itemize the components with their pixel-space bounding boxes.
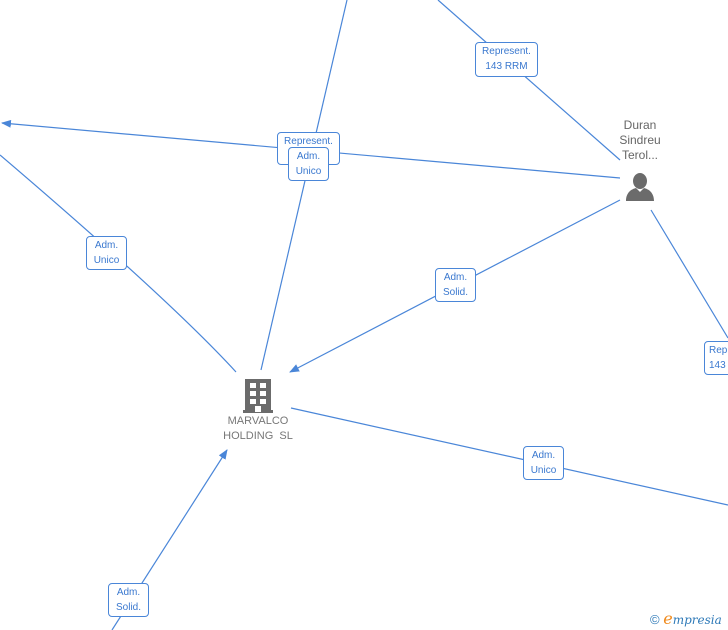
label-line1: Adm. [443,272,468,283]
company-node-marvalco[interactable]: MARVALCO HOLDING SL [212,378,304,444]
person-name-line3: Terol... [621,148,658,162]
person-node-duran[interactable]: Duran Sindreu Terol... [604,118,676,202]
label-line2: Solid. [115,602,141,613]
label-line2: Solid. [442,287,468,298]
building-icon [243,379,273,413]
brand-logo-e: e [663,609,673,628]
label-line1: Adm. [531,450,556,461]
edge-label-represent-right[interactable]: Rep 143 [704,341,728,375]
empresia-watermark: © empresia [650,609,722,628]
edge-company-to-right [290,407,728,506]
label-line1: Adm. [94,240,119,251]
edge-label-adm-unico-bottom[interactable]: Adm. Unico [523,446,564,480]
edge-top-to-company [260,0,348,371]
label-line1: Represent. [482,46,531,57]
label-line1: Rep [709,345,728,356]
label-line2: 143 RRM [485,61,528,72]
company-name-line1: MARVALCO [227,415,289,427]
label-line2: Unico [93,255,120,266]
person-name-line2: Sindreu [619,133,661,147]
edge-label-adm-unico-left[interactable]: Adm. Unico [86,236,127,270]
edge-person-to-right [650,209,728,339]
copyright-symbol: © [650,612,660,627]
person-icon [626,173,654,201]
brand-logo-text: mpresia [672,613,722,627]
edge-left-to-company [0,154,237,373]
edge-label-adm-solid-bottom[interactable]: Adm. Solid. [108,583,149,617]
label-line1: Adm. [116,587,141,598]
edge-label-adm-solid-mid[interactable]: Adm. Solid. [435,268,476,302]
label-line2: Unico [295,166,322,177]
edge-top-to-person [437,0,621,161]
label-line2: 143 [709,360,726,371]
label-line1: Adm. [296,151,321,162]
company-name-line2: HOLDING SL [223,430,293,442]
label-line2: Unico [530,465,557,476]
edge-label-represent-143-rrm[interactable]: Represent. 143 RRM [475,42,538,77]
edge-label-adm-unico-center[interactable]: Adm. Unico [288,147,329,181]
person-name-line1: Duran [623,118,657,132]
label-line1: Represent. [284,136,333,147]
